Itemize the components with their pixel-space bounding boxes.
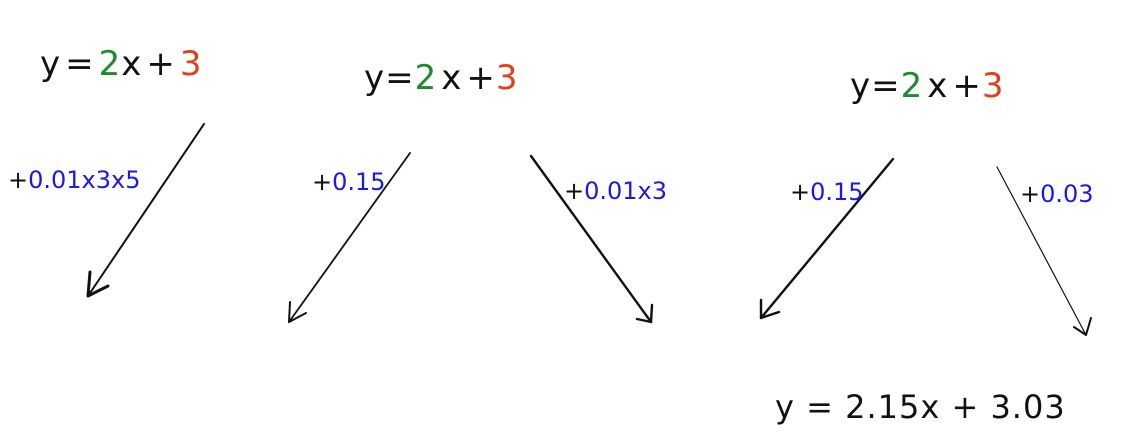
arrow-two-left	[288, 152, 411, 323]
arrow-three-left	[759, 157, 895, 320]
equation-plus: +	[952, 66, 982, 106]
update-sign: +	[1020, 180, 1041, 208]
update-label-two-left: +0.15	[312, 168, 386, 196]
equation-coefficient: 2	[900, 66, 924, 106]
equation-x: x	[121, 44, 143, 84]
arrow-one	[86, 123, 205, 298]
equation-y: y	[364, 58, 386, 98]
update-sign: +	[312, 168, 333, 196]
arrow-two-right	[529, 154, 654, 324]
equation-x: x	[441, 58, 463, 98]
update-sign: +	[790, 178, 811, 206]
equation-equals: =	[385, 58, 415, 98]
arrow-three-right	[996, 166, 1092, 336]
update-value: 0.01x3x5	[28, 166, 141, 194]
equation-equals: =	[871, 66, 901, 106]
equation-constant: 3	[179, 44, 203, 84]
result-equation: y = 2.15x + 3.03	[775, 388, 1066, 426]
update-sign: +	[564, 177, 585, 205]
update-value: 0.15	[810, 178, 864, 206]
equation-y: y	[850, 66, 872, 106]
update-value: 0.01x3	[584, 177, 668, 205]
equation-plus: +	[466, 58, 496, 98]
update-value: 0.15	[332, 168, 386, 196]
update-label-one: +0.01x3x5	[8, 166, 141, 194]
equation-x: x	[927, 66, 949, 106]
update-label-two-right: +0.01x3	[564, 177, 667, 205]
equation-coefficient: 2	[414, 58, 438, 98]
equation-equals: =	[65, 44, 95, 84]
update-value: 0.03	[1040, 180, 1094, 208]
update-label-three-left: +0.15	[790, 178, 864, 206]
equation-constant: 3	[981, 66, 1005, 106]
equation-coefficient: 2	[98, 44, 122, 84]
update-sign: +	[8, 166, 29, 194]
equation-one: y=2x+3	[40, 44, 203, 84]
update-label-three-right: +0.03	[1020, 180, 1094, 208]
equation-plus: +	[146, 44, 176, 84]
equation-constant: 3	[495, 58, 519, 98]
equation-y: y	[40, 44, 62, 84]
